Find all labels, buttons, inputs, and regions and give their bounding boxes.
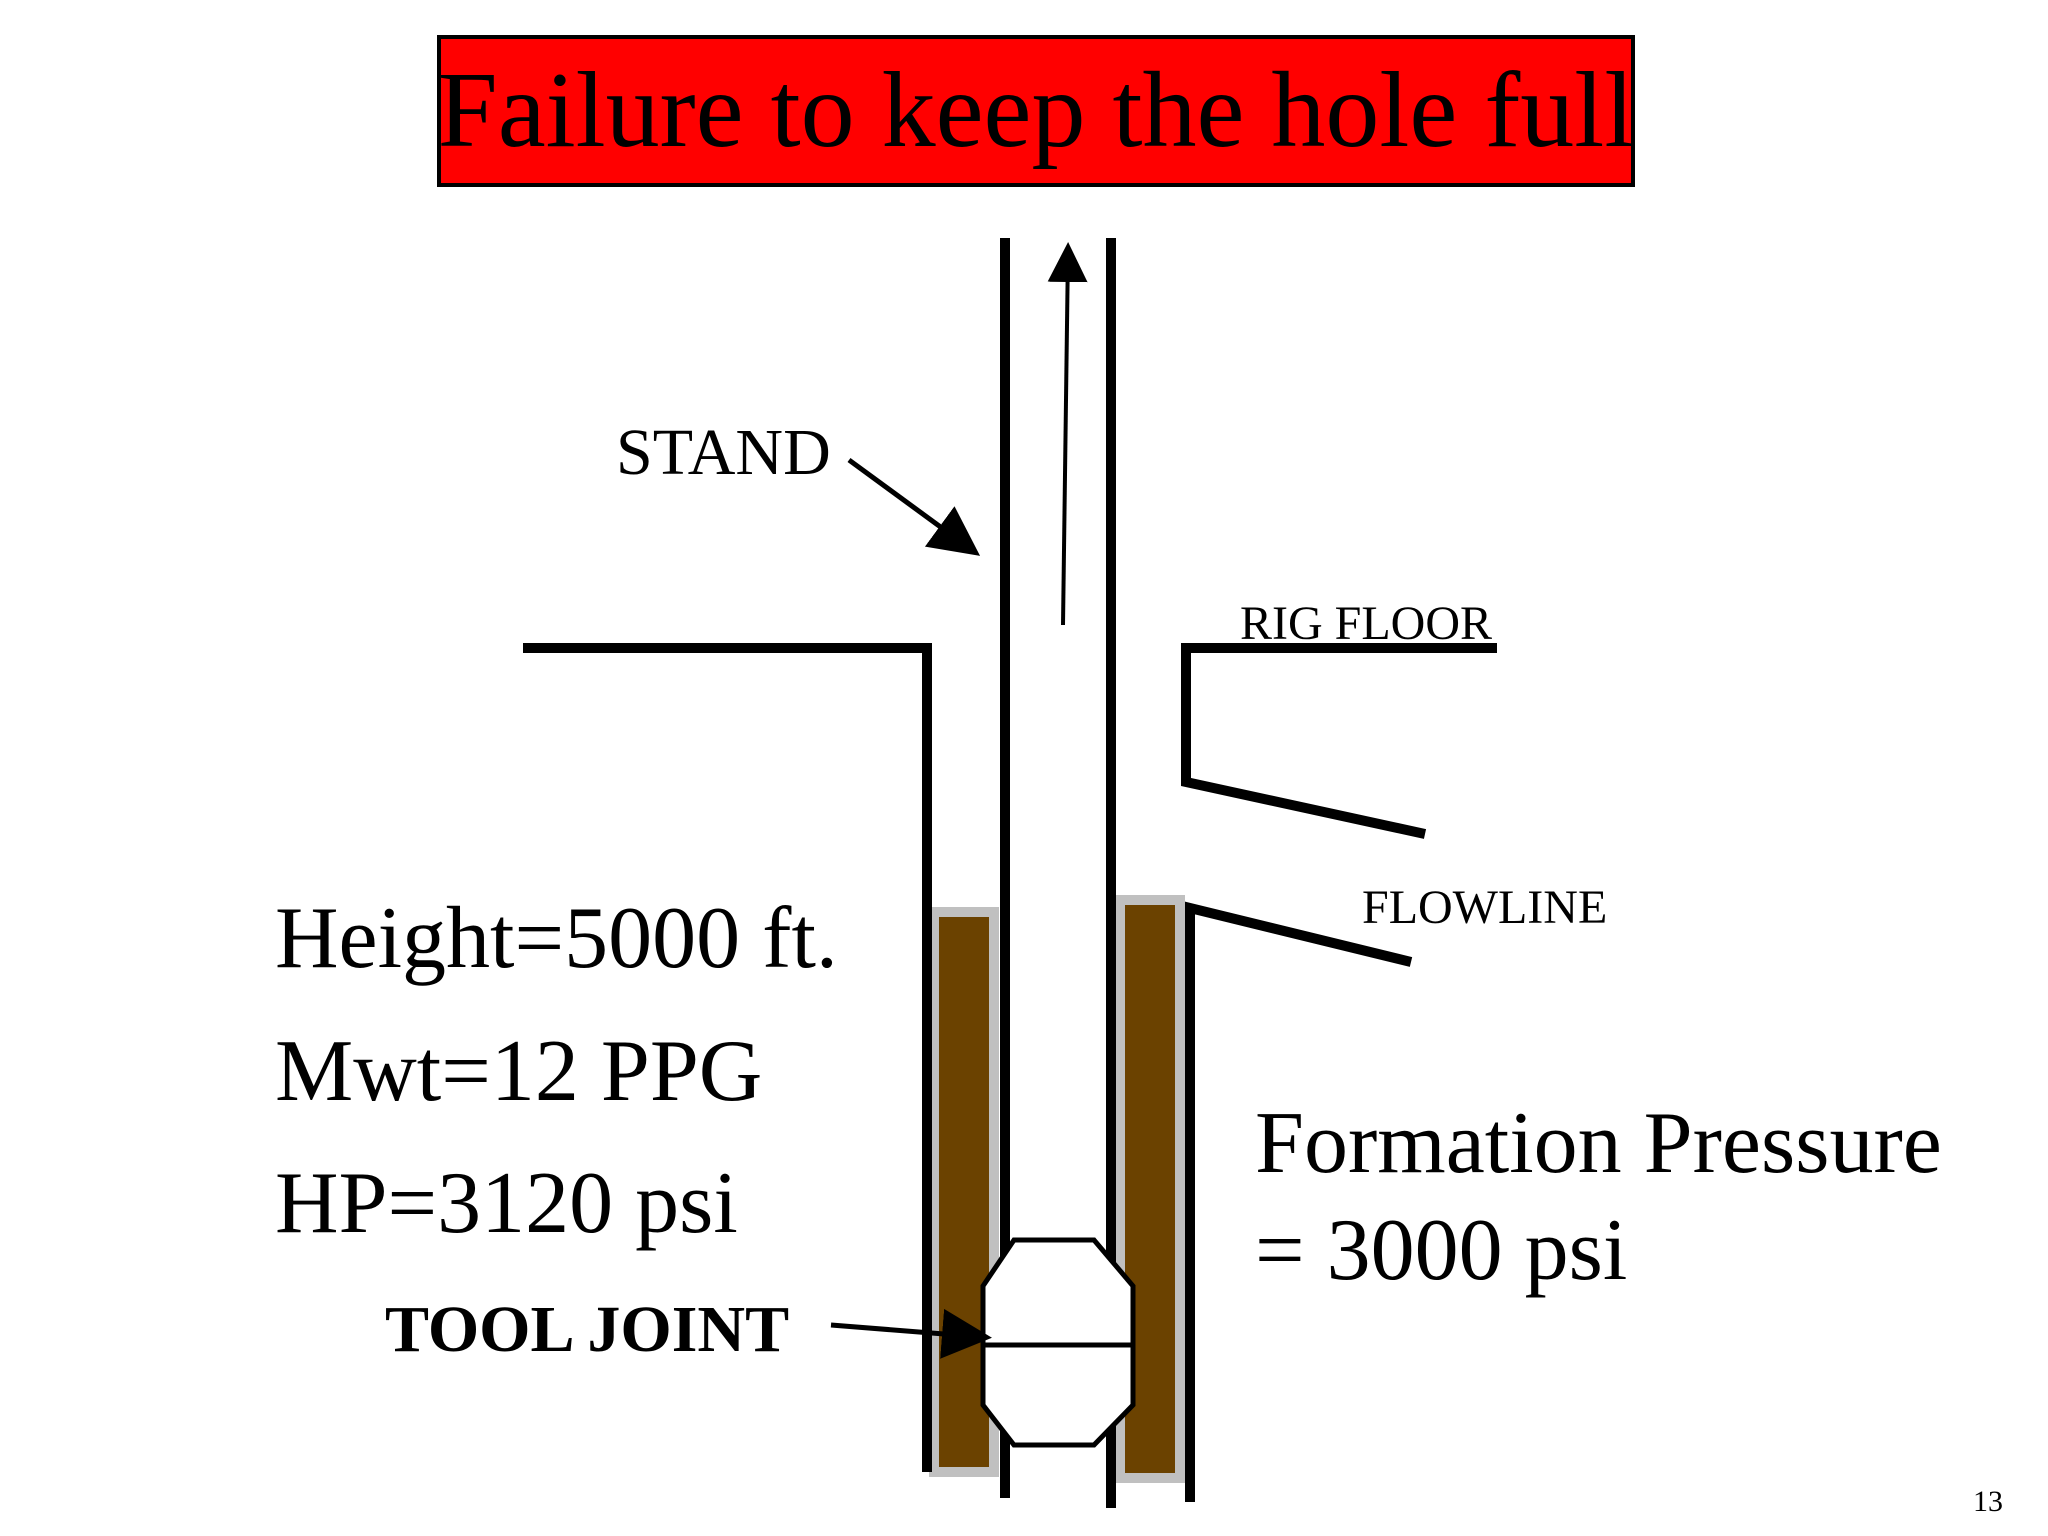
rig-floor-right <box>1181 643 1497 839</box>
flowline-casing-right <box>1185 901 1413 1502</box>
page-number: 13 <box>1973 1485 2003 1518</box>
flowline-label: FLOWLINE <box>1362 881 1608 934</box>
casing-left-rig-floor <box>523 643 932 1472</box>
stand-label: STAND <box>616 416 831 489</box>
slide-title: Failure to keep the hole full <box>437 51 1635 170</box>
formation-pressure-line2: = 3000 psi <box>1255 1202 1628 1299</box>
height-value: Height=5000 ft. <box>275 890 838 987</box>
formation-pressure-line1: Formation Pressure <box>1255 1095 1942 1192</box>
rig-floor-label: RIG FLOOR <box>1240 597 1493 650</box>
tool-joint-pointer-arrow <box>830 1308 992 1359</box>
tool-joint-label: TOOL JOINT <box>385 1293 790 1366</box>
title-banner: Failure to keep the hole full <box>437 35 1635 187</box>
upward-flow-arrow <box>1047 242 1088 626</box>
stand-pointer-arrow <box>847 457 981 556</box>
mud-weight-value: Mwt=12 PPG <box>275 1023 763 1120</box>
hydrostatic-pressure-value: HP=3120 psi <box>275 1155 738 1252</box>
